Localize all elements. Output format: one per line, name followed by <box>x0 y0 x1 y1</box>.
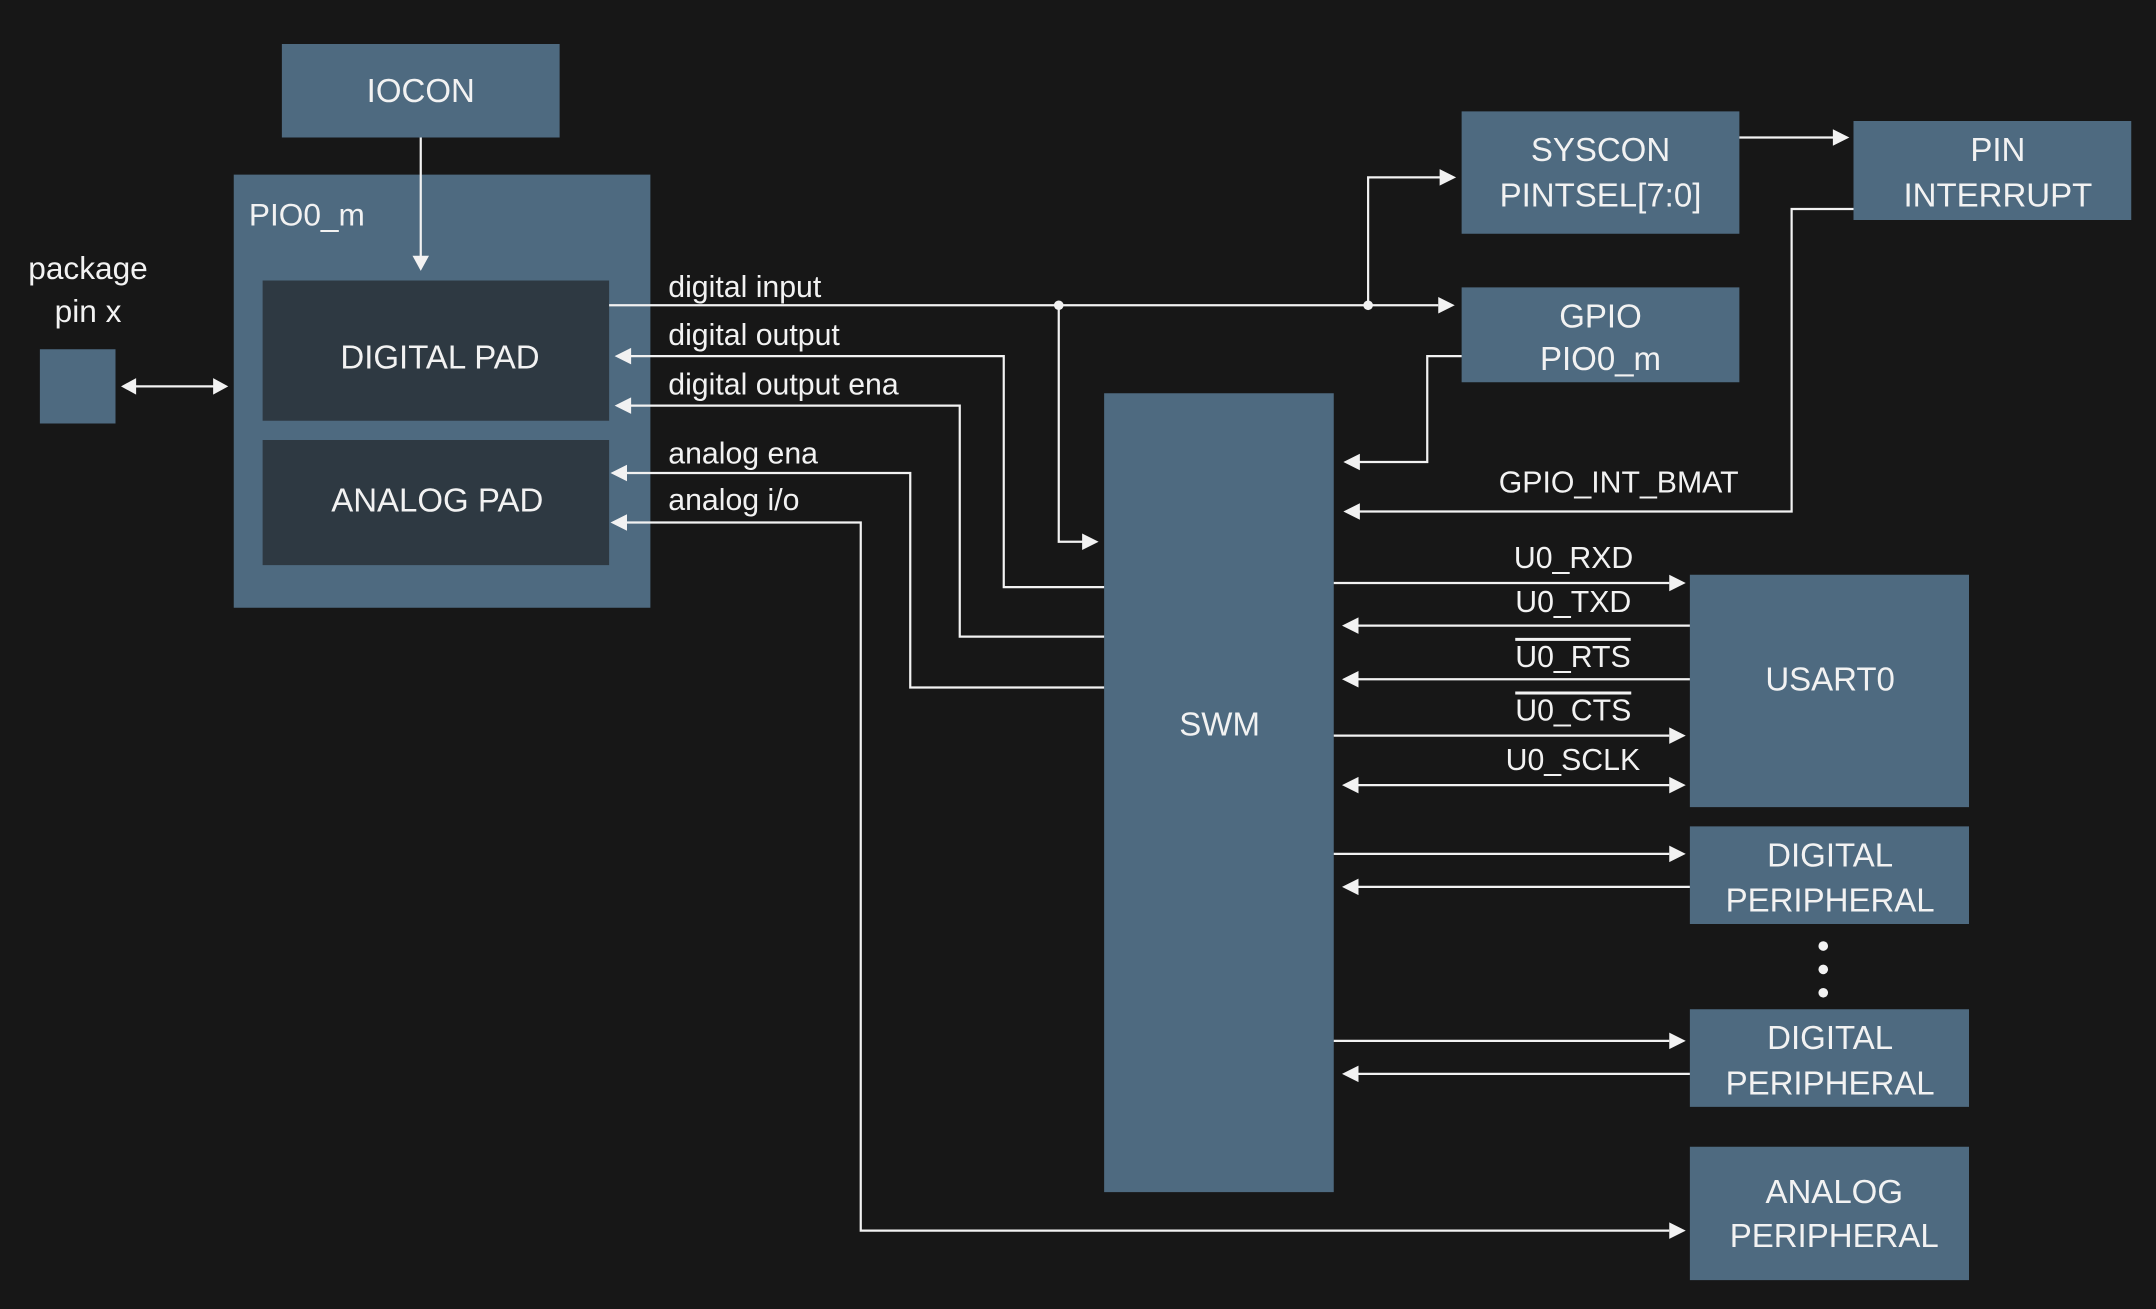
arrow-right-icon <box>1438 297 1455 314</box>
analog-peripheral-label-2: PERIPHERAL <box>1730 1217 1939 1254</box>
arrow-right-icon <box>1669 727 1686 744</box>
arrow-down-icon <box>412 255 429 271</box>
digital-input-label: digital input <box>668 271 822 304</box>
pin-interrupt-block <box>1853 121 2132 220</box>
arrow-left-icon <box>1343 453 1360 471</box>
analog-peripheral-block <box>1689 1146 1969 1281</box>
usart0-label: USART0 <box>1765 660 1895 697</box>
ellipsis-dot <box>1818 987 1829 998</box>
arrow-left-icon <box>614 397 632 414</box>
ellipsis-dot <box>1818 964 1829 975</box>
arrow-right-icon <box>1669 776 1686 794</box>
u0-rxd-label: U0_RXD <box>1514 542 1633 575</box>
arrow-left-icon <box>1342 776 1359 794</box>
gpio-label-1: GPIO <box>1559 297 1642 334</box>
gpio-label-2: PIO0_m <box>1540 340 1661 377</box>
gpio-int-bmat-label: GPIO_INT_BMAT <box>1499 466 1739 499</box>
arrow-right-icon <box>1669 845 1686 863</box>
gpio-int-bmat-line <box>1358 207 1854 513</box>
digital-output-line <box>629 355 1105 589</box>
digital-peripheral-1-label-2: PERIPHERAL <box>1726 882 1935 919</box>
digital-pad-label: DIGITAL PAD <box>340 339 539 376</box>
digital-peripheral-1-label-1: DIGITAL <box>1767 836 1893 873</box>
gpio-to-swm-line <box>1358 355 1462 464</box>
usart0-block <box>1689 574 1969 808</box>
arrow-left-icon <box>121 378 137 395</box>
package-pin-block <box>39 349 116 424</box>
analog-pad-block <box>262 440 610 566</box>
pin-interrupt-label-2: INTERRUPT <box>1903 176 2092 213</box>
analog-io-label: analog i/o <box>668 484 799 517</box>
arrow-left-icon <box>610 514 627 531</box>
analog-pad-label: ANALOG PAD <box>331 482 543 519</box>
iocon-block <box>281 44 560 138</box>
gpio-block <box>1461 287 1740 383</box>
arrow-right-icon <box>1669 1032 1686 1050</box>
analog-peripheral-label-1: ANALOG <box>1765 1173 1903 1210</box>
package-pin-label-1: package <box>28 250 148 286</box>
digital-pad-block <box>262 280 610 421</box>
syscon-label-2: PINTSEL[7:0] <box>1500 176 1702 213</box>
digital-peripheral-2-block <box>1689 1009 1969 1107</box>
arrow-left-icon <box>1343 503 1360 520</box>
iocon-label: IOCON <box>367 72 475 109</box>
digital-output-ena-line <box>629 404 1105 638</box>
u0-rts-label: U0_RTS <box>1515 641 1630 674</box>
arrow-right-icon <box>1832 129 1850 146</box>
arrow-right-icon <box>1439 169 1457 186</box>
arrow-right-icon <box>1669 1222 1686 1239</box>
u0-txd-label: U0_TXD <box>1515 586 1631 619</box>
arrow-left-icon <box>614 347 632 365</box>
digital-output-label: digital output <box>668 319 840 352</box>
digital-peripheral-2-label-1: DIGITAL <box>1767 1019 1893 1056</box>
package-pin-label-2: pin x <box>55 293 122 329</box>
u0-sclk-label: U0_SCLK <box>1506 744 1641 777</box>
digital-output-ena-label: digital output ena <box>668 369 899 402</box>
arrow-left-icon <box>1342 1065 1359 1083</box>
analog-ena-label: analog ena <box>668 437 818 470</box>
syscon-label-1: SYSCON <box>1531 131 1670 168</box>
pin-interrupt-label-1: PIN <box>1970 131 2025 168</box>
arrow-left-icon <box>1342 617 1359 634</box>
syscon-block <box>1461 111 1740 234</box>
arrow-right-icon <box>1082 533 1099 550</box>
arrow-left-icon <box>1342 671 1359 688</box>
u0-cts-label: U0_CTS <box>1515 695 1631 728</box>
digital-input-to-syscon-line <box>1367 176 1441 306</box>
digital-input-to-swm-line <box>1057 305 1084 543</box>
digital-peripheral-2-label-2: PERIPHERAL <box>1726 1065 1935 1102</box>
analog-io-line <box>625 521 1670 1232</box>
arrow-right-icon <box>213 378 229 395</box>
swm-label: SWM <box>1179 706 1260 743</box>
ellipsis-dot <box>1818 941 1829 951</box>
analog-ena-line <box>625 471 1105 689</box>
arrow-right-icon <box>1669 574 1686 592</box>
arrow-left-icon <box>1342 878 1359 896</box>
swm-block <box>1104 393 1334 1193</box>
digital-peripheral-1-block <box>1689 826 1969 924</box>
arrow-left-icon <box>610 464 627 482</box>
pio-label: PIO0_m <box>249 197 365 233</box>
